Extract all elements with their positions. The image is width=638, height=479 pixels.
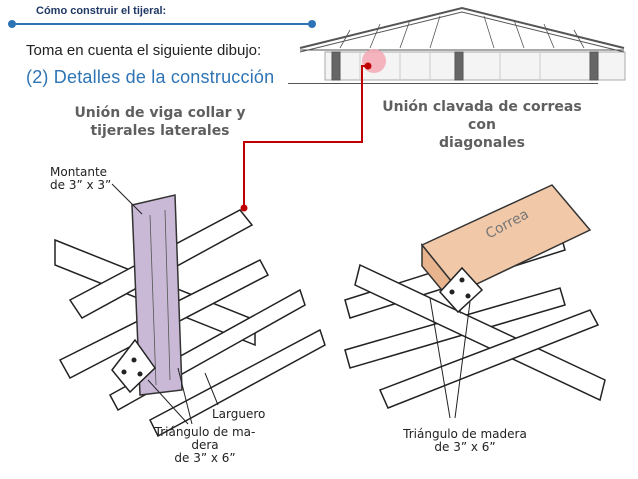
left-triangulo-line2: dera xyxy=(191,438,219,452)
intro-text: Toma en cuenta el siguiente dibujo: xyxy=(26,42,262,59)
right-caption: Unión clavada de correas con diagonales xyxy=(372,98,592,152)
header-dot-left xyxy=(8,20,16,28)
header-rule xyxy=(12,23,312,25)
left-triangulo-label: Triángulo de ma- dera de 3” x 6” xyxy=(140,426,270,465)
roof-truss-thumbnail xyxy=(299,6,626,81)
montante-label: Montante de 3” x 3” xyxy=(50,166,111,192)
montante-line2: de 3” x 3” xyxy=(50,178,112,192)
left-triangulo-line1: Triángulo de ma- xyxy=(154,425,256,439)
left-triangulo-line3: de 3” x 6” xyxy=(174,451,236,465)
right-caption-line1: Unión clavada de correas con xyxy=(382,99,582,133)
highlight-circle xyxy=(362,49,386,73)
left-caption-line1: Unión de viga collar y xyxy=(74,105,246,121)
right-triangulo-label: Triángulo de madera de 3” x 6” xyxy=(400,428,530,454)
montante-line1: Montante xyxy=(50,165,108,179)
section-title: Cómo construir el tijeral: xyxy=(36,5,167,17)
left-caption-line2: tijerales laterales xyxy=(90,123,230,139)
subtitle: (2) Detalles de la construcción xyxy=(26,67,275,87)
right-triangulo-line2: de 3” x 6” xyxy=(434,440,496,454)
callout-dot-top xyxy=(364,62,372,70)
callout-dot-bottom xyxy=(240,204,248,212)
left-detail-sketch xyxy=(54,183,326,438)
larguero-label: Larguero xyxy=(212,407,266,421)
right-detail-sketch xyxy=(344,184,606,419)
callout-line xyxy=(243,65,368,208)
subtitle-rule xyxy=(288,83,598,84)
right-triangulo-line1: Triángulo de madera xyxy=(403,427,527,441)
header-dot-right xyxy=(308,20,316,28)
right-caption-line2: diagonales xyxy=(439,135,525,151)
left-caption: Unión de viga collar y tijerales lateral… xyxy=(60,104,260,140)
